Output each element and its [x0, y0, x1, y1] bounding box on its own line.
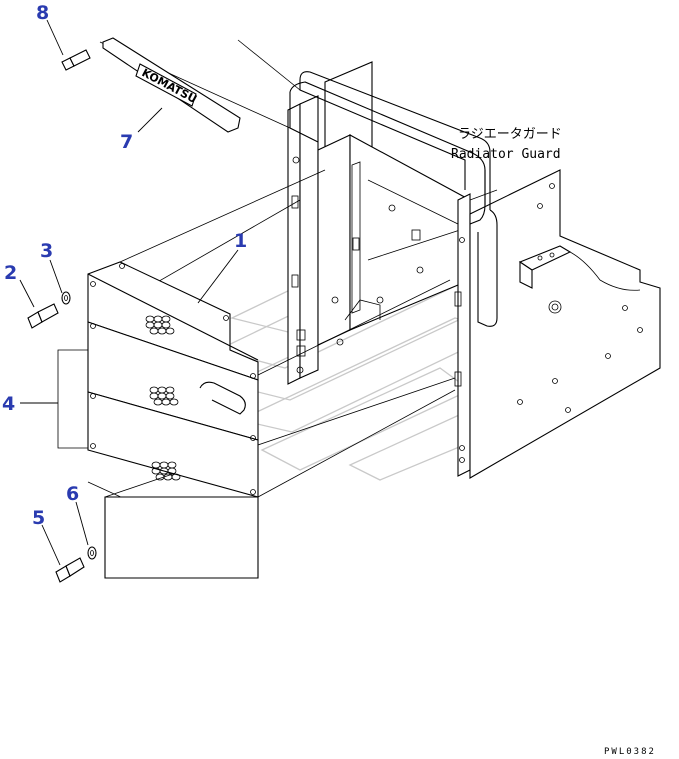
- callout-numbers: 1 2 3 4 5 6 7 8: [2, 2, 247, 529]
- callout-2: 2: [4, 262, 17, 284]
- front-cover-stack: [87, 261, 259, 579]
- callout-3: 3: [40, 240, 53, 262]
- callout-5: 5: [32, 507, 45, 529]
- callout-1: 1: [234, 230, 247, 252]
- bolt-8: [61, 49, 91, 71]
- callout-7: 7: [120, 131, 133, 153]
- bolt-2: [27, 303, 59, 329]
- drawing-code: PWL0382: [604, 747, 656, 757]
- assembly-label-jp: ラジエータガード: [458, 127, 562, 142]
- radiator-guard-frame: [287, 61, 661, 479]
- callout-4-bracket: [57, 349, 88, 449]
- washer-6: [87, 546, 97, 560]
- callout-6: 6: [66, 483, 79, 505]
- bolt-5: [55, 557, 85, 583]
- vent-hole-pattern: [145, 315, 181, 481]
- callout-4: 4: [2, 393, 15, 415]
- washer-3: [61, 291, 71, 305]
- callout-8: 8: [36, 2, 49, 24]
- assembly-label-en: Radiator Guard: [451, 147, 561, 162]
- callout-leaders: [19, 19, 239, 566]
- nameplate: KOMATSU: [102, 37, 241, 133]
